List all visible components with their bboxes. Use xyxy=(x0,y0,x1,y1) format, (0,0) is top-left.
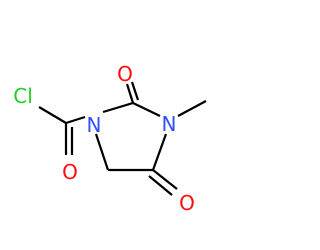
atom-chlorine: Cl xyxy=(13,84,33,108)
atom-oxygen-c2: O xyxy=(117,62,133,86)
bond-n3-c4 xyxy=(151,133,168,171)
bond-c4-o-b xyxy=(148,175,173,196)
bond-c5-n1 xyxy=(94,133,110,171)
atom-oxygen-c4: O xyxy=(179,191,195,215)
atom-oxygen-acyl: O xyxy=(62,160,78,184)
bond-n3-methyl xyxy=(177,100,207,117)
atom-labels: Cl O N O N O xyxy=(13,62,195,215)
bond-c2-n3 xyxy=(132,102,161,117)
atom-nitrogen-3: N xyxy=(162,112,177,136)
structure-diagram: Cl O N O N O xyxy=(13,62,207,215)
bond-cl-c-acyl xyxy=(38,106,67,124)
bonds xyxy=(38,81,207,196)
bond-c2-o-a xyxy=(125,83,135,104)
bond-c-acyl-n1 xyxy=(65,115,86,125)
atom-nitrogen-1: N xyxy=(87,113,102,137)
bond-c2-o-b xyxy=(130,81,140,101)
bond-c4-o-a xyxy=(152,169,178,190)
bond-n1-c2 xyxy=(102,101,134,114)
